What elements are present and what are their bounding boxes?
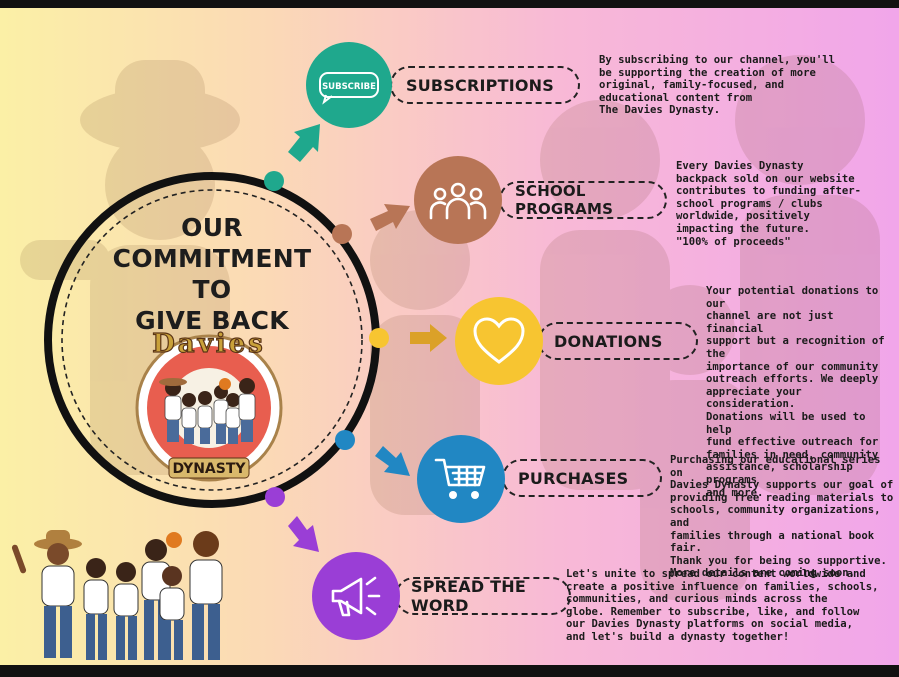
subscriptions-label-pill: SUBSCRIPTIONS [390, 66, 580, 104]
page-title: OUR COMMITMENT TO GIVE BACK [96, 212, 328, 336]
dot-purchases [335, 430, 355, 450]
donations-description: Your potential donations to our channel … [706, 285, 885, 499]
arrow-subscriptions [288, 124, 320, 162]
donations-label-pill: DONATIONS [538, 322, 698, 360]
subscriptions-description: By subscribing to our channel, you'll be… [599, 54, 835, 117]
dot-subscriptions [264, 171, 284, 191]
purchases-label: PURCHASES [518, 468, 629, 488]
logo-bottom-text: DYNASTY [172, 461, 246, 477]
arrow-spread-the-word [288, 516, 319, 552]
dot-spread-the-word [265, 487, 285, 507]
purchases-description: Purchasing our educational series on Dav… [670, 454, 894, 580]
title-line-2: COMMITMENT TO [112, 244, 312, 304]
school-programs-label-pill: SCHOOL PROGRAMS [499, 181, 667, 219]
megaphone-icon [331, 576, 381, 617]
people-group-icon [429, 182, 487, 220]
top-border [0, 0, 899, 8]
purchases-label-pill: PURCHASES [502, 459, 662, 497]
davies-dynasty-logo: Davies DYNASTY [135, 328, 283, 482]
shopping-cart-icon [434, 458, 486, 499]
spread-the-word-description: Let's unite to spread our content worldw… [566, 568, 879, 643]
spread-the-word-label: SPREAD THE WORD [411, 577, 526, 615]
subscribe-icon: SUBSCRIBE [319, 72, 379, 105]
arrow-donations [410, 324, 447, 352]
family-characters-illustration [11, 530, 223, 660]
school-programs-icon-circle [414, 156, 502, 244]
purchases-icon-circle [417, 435, 505, 523]
logo-top-text: Davies [152, 329, 266, 359]
donations-icon-circle [455, 297, 543, 385]
title-line-3: GIVE BACK [135, 306, 289, 335]
bottom-border [0, 665, 899, 677]
subscriptions-icon-circle: SUBSCRIBE [306, 42, 392, 128]
school-programs-description: Every Davies Dynasty backpack sold on ou… [676, 160, 861, 248]
school-programs-label: SCHOOL PROGRAMS [515, 182, 614, 218]
dot-school-programs [332, 224, 352, 244]
dot-donations [369, 328, 389, 348]
heart-icon [473, 317, 525, 364]
title-line-1: OUR [181, 213, 243, 242]
arrow-purchases [375, 446, 410, 476]
spread-the-word-icon-circle [312, 552, 400, 640]
spread-the-word-label-pill: SPREAD THE WORD [395, 577, 571, 615]
subscriptions-label: SUBSCRIPTIONS [406, 75, 554, 95]
inner-dashed-ring [61, 189, 363, 491]
arrow-school-programs [370, 204, 410, 231]
subscribe-icon-text: SUBSCRIBE [322, 82, 376, 92]
donations-label: DONATIONS [554, 331, 663, 351]
